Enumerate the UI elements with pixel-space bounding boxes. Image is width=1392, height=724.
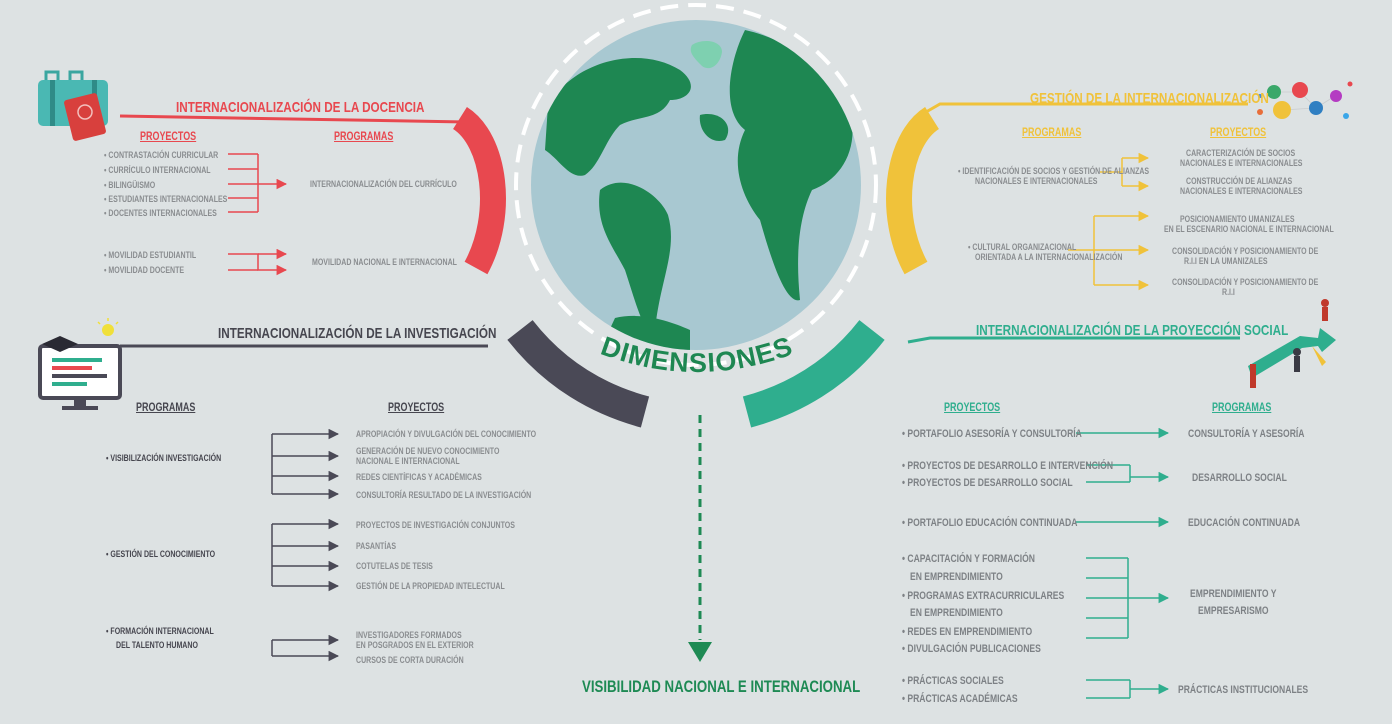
investigacion-project: GESTIÓN DE LA PROPIEDAD INTELECTUAL bbox=[356, 581, 505, 591]
docencia-item: • DOCENTES INTERNACIONALES bbox=[104, 208, 217, 218]
gestion-program: NACIONALES E INTERNACIONALES bbox=[975, 176, 1098, 186]
investigacion-project: INVESTIGADORES FORMADOS bbox=[356, 630, 462, 640]
gestion-program: • CULTURAL ORGANIZACIONAL bbox=[968, 242, 1077, 252]
docencia-item: • MOVILIDAD DOCENTE bbox=[104, 265, 185, 275]
gestion-col-programas: PROGRAMAS bbox=[1022, 127, 1082, 139]
docencia-item: • ESTUDIANTES INTERNACIONALES bbox=[104, 194, 228, 204]
investigacion-arc bbox=[507, 319, 650, 428]
proyeccion-project: • PORTAFOLIO ASESORÍA Y CONSULTORÍA bbox=[902, 428, 1082, 440]
proyeccion-project: • PROYECTOS DE DESARROLLO E INTERVENCIÓN bbox=[902, 460, 1114, 472]
gestion-program: ORIENTADA A LA INTERNACIONALIZACIÓN bbox=[975, 252, 1123, 262]
proyeccion-project: • PROYECTOS DE DESARROLLO SOCIAL bbox=[902, 477, 1073, 489]
proyeccion-project: EN EMPRENDIMIENTO bbox=[910, 607, 1003, 619]
proyeccion-arc bbox=[742, 319, 885, 428]
investigacion-project: COTUTELAS DE TESIS bbox=[356, 561, 433, 571]
docencia-item: • MOVILIDAD ESTUDIANTIL bbox=[104, 250, 197, 260]
gestion-project: EN EL ESCENARIO NACIONAL E INTERNACIONAL bbox=[1164, 224, 1334, 234]
proyeccion-project: • PORTAFOLIO EDUCACIÓN CONTINUADA bbox=[902, 517, 1078, 529]
growth-arrow-people-icon bbox=[1248, 299, 1336, 388]
investigacion-project: CONSULTORÍA RESULTADO DE LA INVESTIGACIÓ… bbox=[356, 490, 532, 500]
investigacion-program: • FORMACIÓN INTERNACIONAL bbox=[106, 626, 214, 636]
docencia-item: • CONTRASTACIÓN CURRICULAR bbox=[104, 150, 219, 160]
gestion-project: CONSTRUCCIÓN DE ALIANZAS bbox=[1186, 176, 1293, 186]
gestion-project: NACIONALES E INTERNACIONALES bbox=[1180, 158, 1303, 168]
docencia-item: • BILINGÜISMO bbox=[104, 180, 156, 190]
investigacion-project: PROYECTOS DE INVESTIGACIÓN CONJUNTOS bbox=[356, 520, 515, 530]
proyeccion-col-programas: PROGRAMAS bbox=[1212, 402, 1272, 414]
docencia-program: INTERNACIONALIZACIÓN DEL CURRÍCULO bbox=[310, 179, 457, 189]
gestion-project: CARACTERIZACIÓN DE SOCIOS bbox=[1186, 148, 1296, 158]
proyeccion-project: • REDES EN EMPRENDIMIENTO bbox=[902, 626, 1033, 638]
proyeccion-program: EMPRENDIMIENTO Y bbox=[1190, 588, 1277, 600]
investigacion-title: INTERNACIONALIZACIÓN DE LA INVESTIGACIÓN bbox=[218, 325, 497, 342]
proyeccion-program: DESARROLLO SOCIAL bbox=[1192, 472, 1287, 484]
proyeccion-col-proyectos: PROYECTOS bbox=[944, 402, 1001, 414]
gestion-project: R.I.I bbox=[1222, 287, 1235, 297]
docencia-title: INTERNACIONALIZACIÓN DE LA DOCENCIA bbox=[176, 99, 425, 116]
gestion-project: R.I.I EN LA UMANIZALES bbox=[1184, 256, 1268, 266]
gestion-project: CONSOLIDACIÓN Y POSICIONAMIENTO DE bbox=[1172, 277, 1319, 287]
docencia-col-proyectos: PROYECTOS bbox=[140, 131, 197, 143]
globe-icon bbox=[514, 3, 878, 367]
proyeccion-program: EDUCACIÓN CONTINUADA bbox=[1188, 517, 1301, 529]
gestion-project: CONSOLIDACIÓN Y POSICIONAMIENTO DE bbox=[1172, 246, 1319, 256]
monitor-graduation-cap-icon bbox=[38, 318, 122, 410]
investigacion-col-programas: PROGRAMAS bbox=[136, 402, 196, 414]
investigacion-project: REDES CIENTÍFICAS Y ACADÉMICAS bbox=[356, 472, 482, 482]
svg-text:DIMENSIONES: DIMENSIONES bbox=[597, 331, 796, 378]
investigacion-program: DEL TALENTO HUMANO bbox=[116, 640, 198, 650]
gestion-project: POSICIONAMIENTO UMANIZALES bbox=[1180, 214, 1295, 224]
gestion-title: GESTIÓN DE LA INTERNACIONALIZACIÓN bbox=[1030, 90, 1269, 107]
investigacion-project: APROPIACIÓN Y DIVULGACIÓN DEL CONOCIMIEN… bbox=[356, 429, 537, 439]
proyeccion-program: EMPRESARISMO bbox=[1198, 605, 1269, 617]
docencia-arc bbox=[452, 107, 506, 275]
investigacion-project: NACIONAL E INTERNACIONAL bbox=[356, 456, 460, 466]
investigacion-project: GENERACIÓN DE NUEVO CONOCIMIENTO bbox=[356, 446, 500, 456]
proyeccion-program: CONSULTORÍA Y ASESORÍA bbox=[1188, 428, 1305, 440]
people-network-icon bbox=[1257, 81, 1353, 119]
proyeccion-title: INTERNACIONALIZACIÓN DE LA PROYECCIÓN SO… bbox=[976, 322, 1289, 339]
investigacion-program: • GESTIÓN DEL CONOCIMIENTO bbox=[106, 549, 216, 559]
investigacion-program: • VISIBILIZACIÓN INVESTIGACIÓN bbox=[106, 453, 222, 463]
investigacion-col-proyectos: PROYECTOS bbox=[388, 402, 445, 414]
investigacion-project: PASANTÍAS bbox=[356, 541, 397, 551]
investigacion-project: EN POSGRADOS EN EL EXTERIOR bbox=[356, 640, 474, 650]
proyeccion-project: EN EMPRENDIMIENTO bbox=[910, 571, 1003, 583]
docencia-program: MOVILIDAD NACIONAL E INTERNACIONAL bbox=[312, 257, 457, 267]
gestion-program: • IDENTIFICACIÓN DE SOCIOS Y GESTIÓN DE … bbox=[958, 166, 1150, 176]
gestion-col-proyectos: PROYECTOS bbox=[1210, 127, 1267, 139]
docencia-item: • CURRÍCULO INTERNACIONAL bbox=[104, 165, 211, 175]
proyeccion-project: • PRÁCTICAS ACADÉMICAS bbox=[902, 693, 1018, 705]
proyeccion-project: • DIVULGACIÓN PUBLICACIONES bbox=[902, 643, 1041, 655]
docencia-col-programas: PROGRAMAS bbox=[334, 131, 394, 143]
proyeccion-program: PRÁCTICAS INSTITUCIONALES bbox=[1178, 684, 1309, 696]
gestion-project: NACIONALES E INTERNACIONALES bbox=[1180, 186, 1303, 196]
proyeccion-project: • CAPACITACIÓN Y FORMACIÓN bbox=[902, 553, 1035, 565]
gestion-arc bbox=[886, 107, 940, 275]
proyeccion-project: • PRÁCTICAS SOCIALES bbox=[902, 675, 1004, 687]
proyeccion-project: • PROGRAMAS EXTRACURRICULARES bbox=[902, 590, 1065, 602]
investigacion-project: CURSOS DE CORTA DURACIÓN bbox=[356, 655, 464, 665]
suitcase-passport-icon bbox=[38, 70, 108, 141]
visibility-label: VISIBILIDAD NACIONAL E INTERNACIONAL bbox=[582, 677, 861, 696]
